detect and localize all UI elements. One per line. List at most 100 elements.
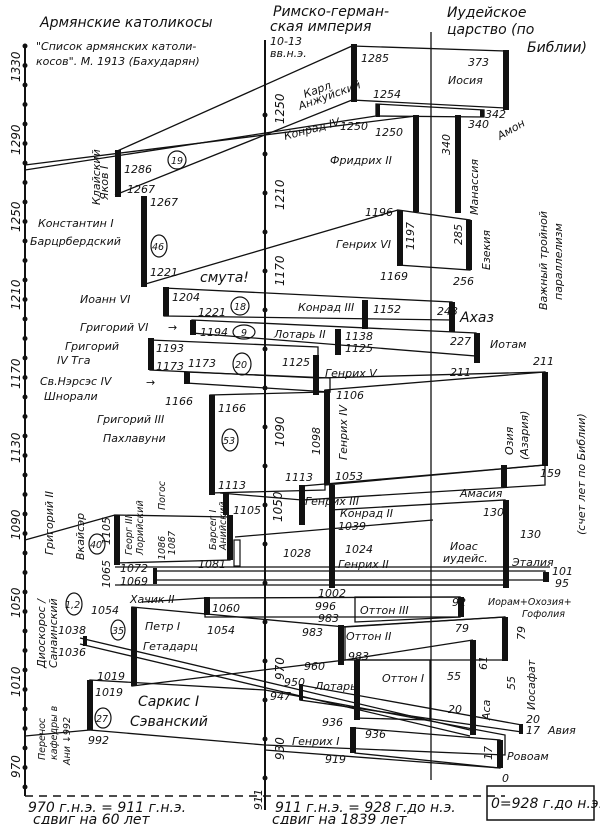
left-axis-dot — [22, 258, 28, 263]
ioann-years: 18 — [234, 302, 246, 313]
left-tick-1290: 1290 — [9, 124, 23, 155]
iotam-start: 211 — [450, 366, 471, 379]
left-axis-dot — [22, 784, 28, 790]
iosafat-alt: 79 — [515, 626, 528, 640]
nerses-name-2: Шнорали — [44, 390, 98, 403]
yakov-years: 19 — [171, 156, 183, 167]
konrad2-end: 1039 — [338, 520, 366, 533]
dioskoros-years-circle — [65, 592, 83, 616]
ioann-years-circle — [230, 296, 250, 316]
left-axis-dot — [22, 648, 28, 653]
roman-title-4: вв.н.э. — [270, 47, 307, 60]
left-axis-dot — [22, 394, 28, 400]
konstantin-years-circle — [150, 234, 168, 258]
middle-axis-dot — [262, 736, 268, 742]
genrih2-name: Генрих II — [338, 558, 389, 571]
genrih6-name: Генрих VI — [336, 238, 391, 251]
block-grigory6-iotam — [191, 319, 477, 357]
iotam-end: 227 — [450, 335, 471, 348]
grigory4-name: Григорий — [65, 340, 119, 353]
manassia-name: Манассия — [468, 159, 481, 215]
left-axis-dot — [22, 706, 28, 712]
konstantin-name: Константин I — [38, 217, 114, 230]
otton2-start: 960 — [304, 660, 325, 673]
etalia-name: Эталия — [511, 556, 554, 569]
ioann-name: Иоанн VI — [80, 293, 130, 306]
grigory4-start: 1173 — [156, 360, 184, 373]
genrih4-start: 1053 — [335, 470, 363, 483]
left-axis-dot — [22, 336, 28, 341]
grigory6-end: 1194 — [200, 326, 228, 339]
parallelism-note-2: параллелизм — [552, 223, 565, 300]
middle-axis-ticks — [262, 112, 268, 781]
yakov-years-circle — [167, 150, 187, 170]
left-tick-1130: 1130 — [9, 432, 23, 463]
middle-axis-dot — [262, 190, 268, 196]
manassia-end: 340 — [440, 134, 453, 155]
konrad2-name: Конрад II — [340, 507, 393, 520]
dioskoros-start: 1036 — [58, 646, 86, 659]
genrih2-start: 1002 — [318, 587, 346, 600]
iosiya-end: 373 — [468, 56, 489, 69]
middle-axis-dot — [262, 619, 268, 625]
konrad3-name: Конрад III — [298, 301, 354, 314]
left-axis-dot — [22, 199, 28, 205]
left-tick-1050: 1050 — [9, 587, 23, 618]
roman-title-1: Римско-герман- — [273, 4, 389, 20]
konrad3-end: 1152 — [373, 303, 401, 316]
petr-name-2: Гетадарц — [143, 640, 198, 653]
petr-years-circle — [110, 619, 126, 641]
middle-axis-dot — [262, 541, 268, 547]
asa-start: 20 — [448, 703, 462, 716]
block-etalia — [154, 570, 546, 581]
iosafat-end: 79 — [455, 622, 469, 635]
middle-axis-dot — [262, 268, 268, 274]
mid-tick-1210: 1210 — [273, 179, 287, 210]
left-axis-dot — [22, 277, 28, 283]
footer-box-text: 0=928 г.до н.э. — [491, 796, 600, 812]
genrih1-start: 919 — [325, 753, 346, 766]
left-axis-dot — [22, 355, 28, 361]
konstantin-years: 46 — [152, 242, 164, 253]
pogos-name: Погос — [157, 480, 168, 510]
avia-start: 17 — [526, 724, 540, 737]
ioram-name-2: Гофолия — [522, 609, 565, 620]
left-axis-dot — [22, 102, 28, 107]
ozia-start: 159 — [540, 467, 561, 480]
mid-tick-1090: 1090 — [273, 416, 287, 447]
ioas-name: Иоас — [450, 540, 478, 553]
grigory4-end: 1193 — [156, 342, 184, 355]
konrad2-start: 1024 — [345, 543, 373, 556]
genrih6-start: 1169 — [380, 270, 408, 283]
fridrih-start: 1196 — [365, 206, 393, 219]
karl-end: 1285 — [361, 52, 389, 65]
middle-axis-dot — [262, 775, 268, 781]
genrih5-end: 1125 — [282, 356, 310, 369]
grigory6-name: Григорий VI — [80, 321, 148, 334]
lotar2-start: 1125 — [345, 342, 373, 355]
left-axis-dot — [22, 297, 28, 302]
parallelism-note-1: Важный тройной — [537, 211, 550, 310]
otton3-name: Оттон III — [360, 604, 409, 617]
ahaz-name: Ахаз — [459, 310, 494, 326]
footer-mid-shift: сдвиг на 1839 лет — [272, 812, 407, 824]
armenian-title: Армянские католикосы — [39, 15, 213, 31]
nerses-end: 1173 — [188, 357, 216, 370]
avia-name: Авия — [547, 724, 576, 737]
footer-left-eq: 970 г.н.э. = 911 г.н.э. — [28, 800, 186, 816]
ioann-end: 1204 — [172, 291, 200, 304]
otton3-alt: 996 — [315, 600, 336, 613]
ioann-start: 1221 — [198, 306, 226, 319]
hachik-end: 1060 — [212, 602, 240, 615]
otton2-alt: 983 — [302, 626, 323, 639]
ezekia-end: 285 — [452, 224, 465, 245]
left-axis-dot — [22, 765, 28, 770]
rovoam-name: Ровоам — [507, 750, 549, 763]
left-axis-dot — [22, 628, 28, 634]
georg-end: 1072 — [120, 562, 148, 575]
otton1-name: Оттон I — [382, 672, 424, 685]
barseg-start: 1081 — [198, 558, 226, 571]
grigory2-start: 1065 — [100, 560, 113, 588]
left-axis-dot — [22, 472, 28, 478]
